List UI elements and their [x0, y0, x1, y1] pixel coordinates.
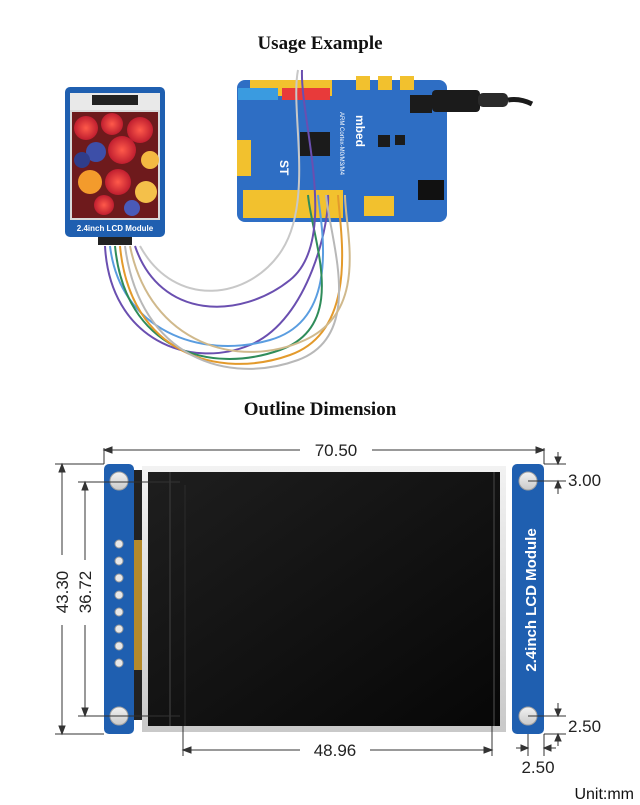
- dim-hole-bottom: 2.50: [568, 717, 601, 736]
- board-mcu-text: ARM Cortex-M0/M3/M4: [338, 112, 344, 176]
- dim-width-display: 48.96: [314, 741, 357, 760]
- outline-module: 2.4inch LCD Module: [104, 464, 544, 734]
- dimension-lines: [55, 446, 566, 756]
- small-module-label: 2.4inch LCD Module: [77, 224, 154, 233]
- dim-height-total: 43.30: [53, 571, 72, 614]
- board-logo-text: ST: [277, 160, 291, 176]
- outline-dimension-title: Outline Dimension: [243, 399, 397, 420]
- display-area: [148, 472, 500, 726]
- outline-module-label: 2.4inch LCD Module: [523, 528, 540, 671]
- dim-width-total: 70.50: [315, 441, 358, 460]
- mcu-chip: [300, 132, 330, 156]
- small-lcd-module: 2.4inch LCD Module: [65, 87, 165, 245]
- dim-height-display: 36.72: [76, 571, 95, 614]
- power-jack: [410, 95, 432, 113]
- dim-hole-side: 2.50: [521, 758, 554, 777]
- unit-label: Unit:mm: [574, 786, 634, 803]
- dim-hole-top: 3.00: [568, 471, 601, 490]
- jumper-wires: [104, 69, 351, 370]
- board-brand: mbed: [353, 115, 367, 147]
- usage-example-title: Usage Example: [257, 33, 383, 54]
- pin-holes: [114, 539, 124, 668]
- dev-board: mbed ARM Cortex-M0/M3/M4 ST: [237, 76, 534, 222]
